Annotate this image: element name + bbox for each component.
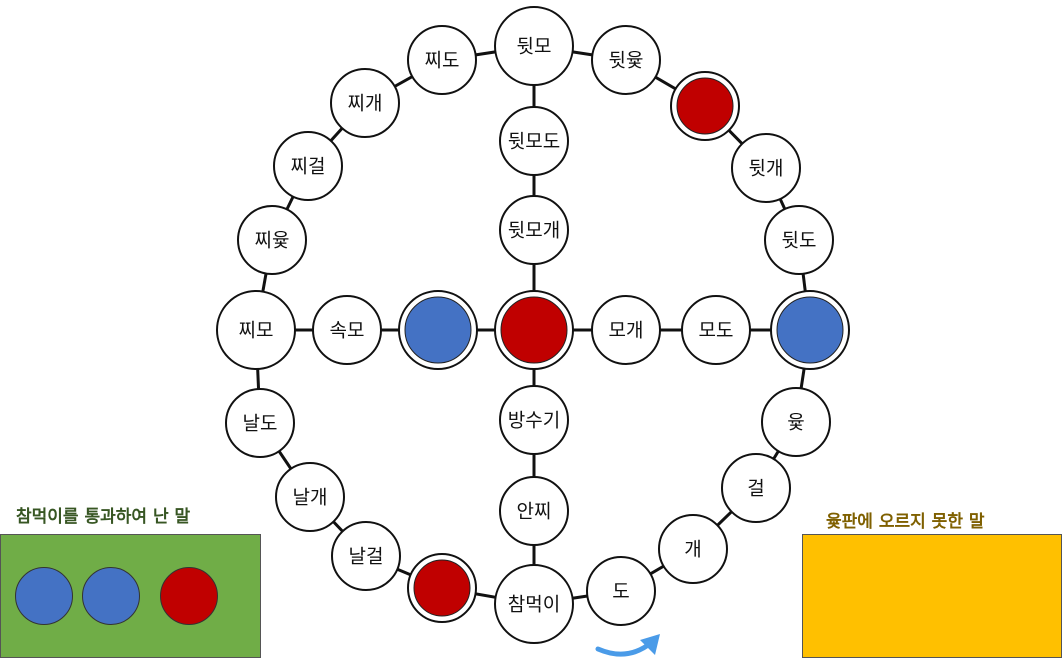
curved-arrow-icon — [595, 634, 660, 657]
board-node-circle — [761, 387, 831, 457]
board-node-circle — [764, 205, 834, 275]
board-node-yut[interactable]: 윷 — [761, 387, 831, 457]
board-node-jji-yut[interactable]: 찌윷 — [237, 205, 307, 275]
board-node-label: 뒷모 — [517, 36, 552, 58]
board-node-circle — [225, 388, 295, 458]
board-node-label: 도 — [612, 581, 629, 603]
board-node-dwit-mo[interactable]: 뒷모 — [494, 6, 574, 86]
board-node-jji-gae[interactable]: 찌개 — [330, 68, 400, 138]
blue-piece[interactable] — [776, 296, 844, 364]
board-node-label: 날개 — [293, 487, 328, 509]
board-node-do[interactable]: 도 — [586, 556, 656, 626]
board-node-circle — [494, 6, 574, 86]
board-node-circle — [658, 514, 728, 584]
board-node-label: 날도 — [243, 413, 278, 435]
red-piece[interactable] — [500, 296, 568, 364]
board-node-jji-geol[interactable]: 찌걸 — [273, 131, 343, 201]
board-node-label: 개 — [684, 539, 701, 561]
board-node-dwit-do[interactable]: 뒷도 — [764, 205, 834, 275]
board-node-anjji[interactable]: 안찌 — [499, 476, 569, 546]
board-node-center[interactable] — [494, 290, 574, 370]
board-node-circle — [273, 131, 343, 201]
finished-piece-blue-2[interactable] — [82, 567, 140, 625]
board-node-label: 날걸 — [349, 546, 384, 568]
board-node-bangsugi[interactable]: 방수기 — [499, 385, 569, 455]
board-node-jji-do[interactable]: 찌도 — [407, 25, 477, 95]
board-node-nal-geol-token[interactable] — [407, 553, 477, 623]
board-node-dwit-yut[interactable]: 뒷윷 — [591, 25, 661, 95]
board-node-gae[interactable]: 개 — [658, 514, 728, 584]
board-node-nal-gae[interactable]: 날개 — [275, 462, 345, 532]
board-node-jji-mo[interactable]: 찌모 — [216, 290, 296, 370]
board-node-label: 뒷개 — [749, 158, 784, 180]
board-node-label: 찌모 — [239, 320, 274, 342]
board-node-circle — [331, 521, 401, 591]
board-node-label: 참먹이 — [508, 594, 560, 616]
board-node-label: 뒷모개 — [508, 220, 560, 242]
board-node-label: 뒷윷 — [609, 50, 644, 72]
board-node-label: 찌윷 — [255, 230, 290, 252]
waiting-pieces-area — [802, 534, 1062, 658]
board-node-circle — [407, 25, 477, 95]
finished-panel-title: 참먹이를 통과하여 난 말 — [16, 507, 191, 527]
board-node-label: 찌걸 — [291, 156, 326, 178]
blue-piece[interactable] — [404, 296, 472, 364]
board-node-circle — [216, 290, 296, 370]
board-node-circle — [499, 385, 569, 455]
board-node-dwit-geol[interactable] — [670, 71, 740, 141]
finished-pieces-area — [0, 534, 261, 658]
board-node-label: 모도 — [699, 320, 734, 342]
board-node-circle — [591, 25, 661, 95]
board-node-circle — [499, 106, 569, 176]
board-node-label: 속모 — [330, 320, 365, 342]
board-node-sok-mo-token[interactable] — [398, 290, 478, 370]
board-node-label: 찌도 — [425, 50, 460, 72]
board-node-mo-do[interactable]: 모도 — [681, 295, 751, 365]
board-node-nal-do[interactable]: 날도 — [225, 388, 295, 458]
board-node-geol[interactable]: 걸 — [721, 453, 791, 523]
board-node-label: 뒷도 — [782, 230, 817, 252]
finished-piece-red-1[interactable] — [160, 567, 218, 625]
board-node-circle — [499, 476, 569, 546]
board-node-label: 뒷모도 — [508, 131, 560, 153]
board-node-circle — [494, 564, 574, 644]
red-piece[interactable] — [413, 559, 471, 617]
board-node-circle — [586, 556, 656, 626]
board-node-circle — [591, 295, 661, 365]
board-node-circle — [237, 205, 307, 275]
board-node-label: 안찌 — [517, 501, 552, 523]
red-piece[interactable] — [676, 77, 734, 135]
board-node-circle — [330, 68, 400, 138]
board-node-mo-gae[interactable]: 모개 — [591, 295, 661, 365]
board-node-dwit-gae[interactable]: 뒷개 — [731, 133, 801, 203]
board-node-chammeogi[interactable]: 참먹이 — [494, 564, 574, 644]
finished-piece-blue-1[interactable] — [15, 567, 73, 625]
board-node-dwit-mo-do[interactable]: 뒷모도 — [499, 106, 569, 176]
board-node-label: 걸 — [747, 478, 764, 500]
board-node-label: 모개 — [609, 320, 644, 342]
board-node-nal-geol[interactable]: 날걸 — [331, 521, 401, 591]
board-node-label: 찌개 — [348, 93, 383, 115]
board-node-dwit-mo-gae[interactable]: 뒷모개 — [499, 195, 569, 265]
board-node-mo[interactable] — [770, 290, 850, 370]
board-node-circle — [721, 453, 791, 523]
board-node-label: 방수기 — [508, 410, 560, 432]
waiting-panel-title: 윷판에 오르지 못한 말 — [826, 512, 985, 532]
board-node-circle — [275, 462, 345, 532]
board-node-circle — [681, 295, 751, 365]
board-node-circle — [499, 195, 569, 265]
board-node-label: 윷 — [787, 412, 804, 434]
board-node-circle — [312, 295, 382, 365]
board-node-circle — [731, 133, 801, 203]
board-node-sok-mo[interactable]: 속모 — [312, 295, 382, 365]
